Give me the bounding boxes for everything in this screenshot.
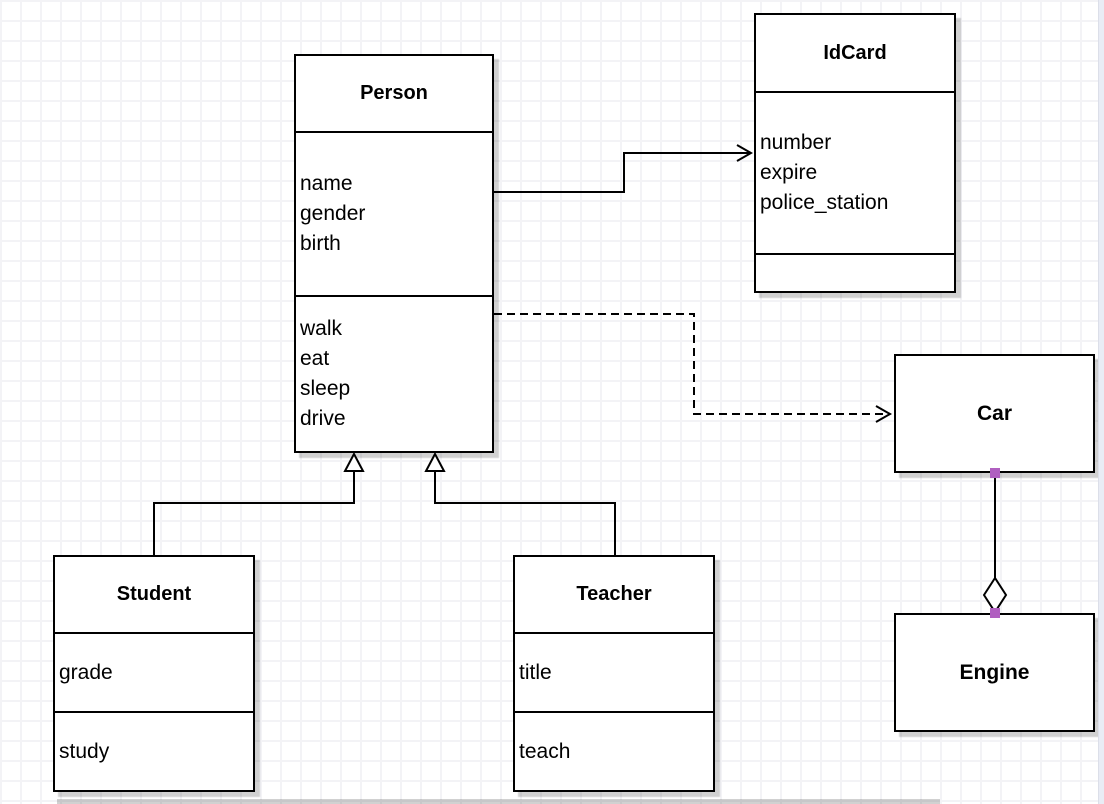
class-car-title: Car	[976, 401, 1013, 425]
attribute: expire	[760, 161, 818, 184]
edge-generalization-student-person[interactable]	[153, 451, 365, 555]
class-teacher-title: Teacher	[515, 557, 713, 634]
edge-association-person-idcard[interactable]	[494, 144, 754, 193]
attribute: title	[519, 660, 552, 684]
class-student-attributes: grade	[55, 634, 253, 713]
class-person-methods: walk eat sleep drive	[296, 297, 492, 451]
class-person-title: Person	[296, 56, 492, 133]
hollow-triangle-icon	[424, 451, 446, 472]
class-person[interactable]: Person name gender birth walk eat sleep …	[294, 54, 494, 453]
open-arrow-icon	[875, 405, 893, 423]
class-idcard[interactable]: IdCard number expire police_station	[754, 13, 956, 293]
class-person-attributes: name gender birth	[296, 133, 492, 297]
class-teacher-methods: teach	[515, 713, 713, 790]
open-arrow-icon	[736, 144, 754, 162]
hollow-triangle-icon	[343, 451, 365, 472]
class-student-title: Student	[55, 557, 253, 634]
canvas-right-edge	[1098, 0, 1104, 804]
method: study	[59, 739, 110, 763]
hollow-diamond-icon	[982, 576, 1008, 614]
attribute: birth	[300, 232, 341, 255]
attribute: police_station	[760, 191, 889, 214]
attribute: name	[300, 172, 353, 195]
attribute: grade	[59, 660, 113, 684]
edge-dependency-person-car[interactable]	[494, 313, 893, 423]
edge-generalization-teacher-person[interactable]	[424, 451, 616, 555]
class-student[interactable]: Student grade study	[53, 555, 255, 792]
class-student-methods: study	[55, 713, 253, 790]
method: drive	[300, 407, 346, 430]
class-idcard-attributes: number expire police_station	[756, 93, 954, 255]
connection-point-marker	[990, 608, 1000, 618]
class-engine-title: Engine	[959, 660, 1030, 684]
edge-aggregation-car-engine[interactable]	[982, 468, 1008, 618]
attribute: number	[760, 131, 832, 154]
class-engine[interactable]: Engine	[894, 613, 1095, 732]
class-car[interactable]: Car	[894, 354, 1095, 473]
class-idcard-title: IdCard	[756, 15, 954, 93]
page-edge-shadow	[57, 799, 940, 804]
method: teach	[519, 739, 571, 763]
method: walk	[300, 317, 343, 340]
attribute: gender	[300, 202, 366, 225]
method: sleep	[300, 377, 351, 400]
class-teacher-attributes: title	[515, 634, 713, 713]
class-teacher[interactable]: Teacher title teach	[513, 555, 715, 792]
connection-point-marker	[990, 468, 1000, 478]
method: eat	[300, 347, 330, 370]
